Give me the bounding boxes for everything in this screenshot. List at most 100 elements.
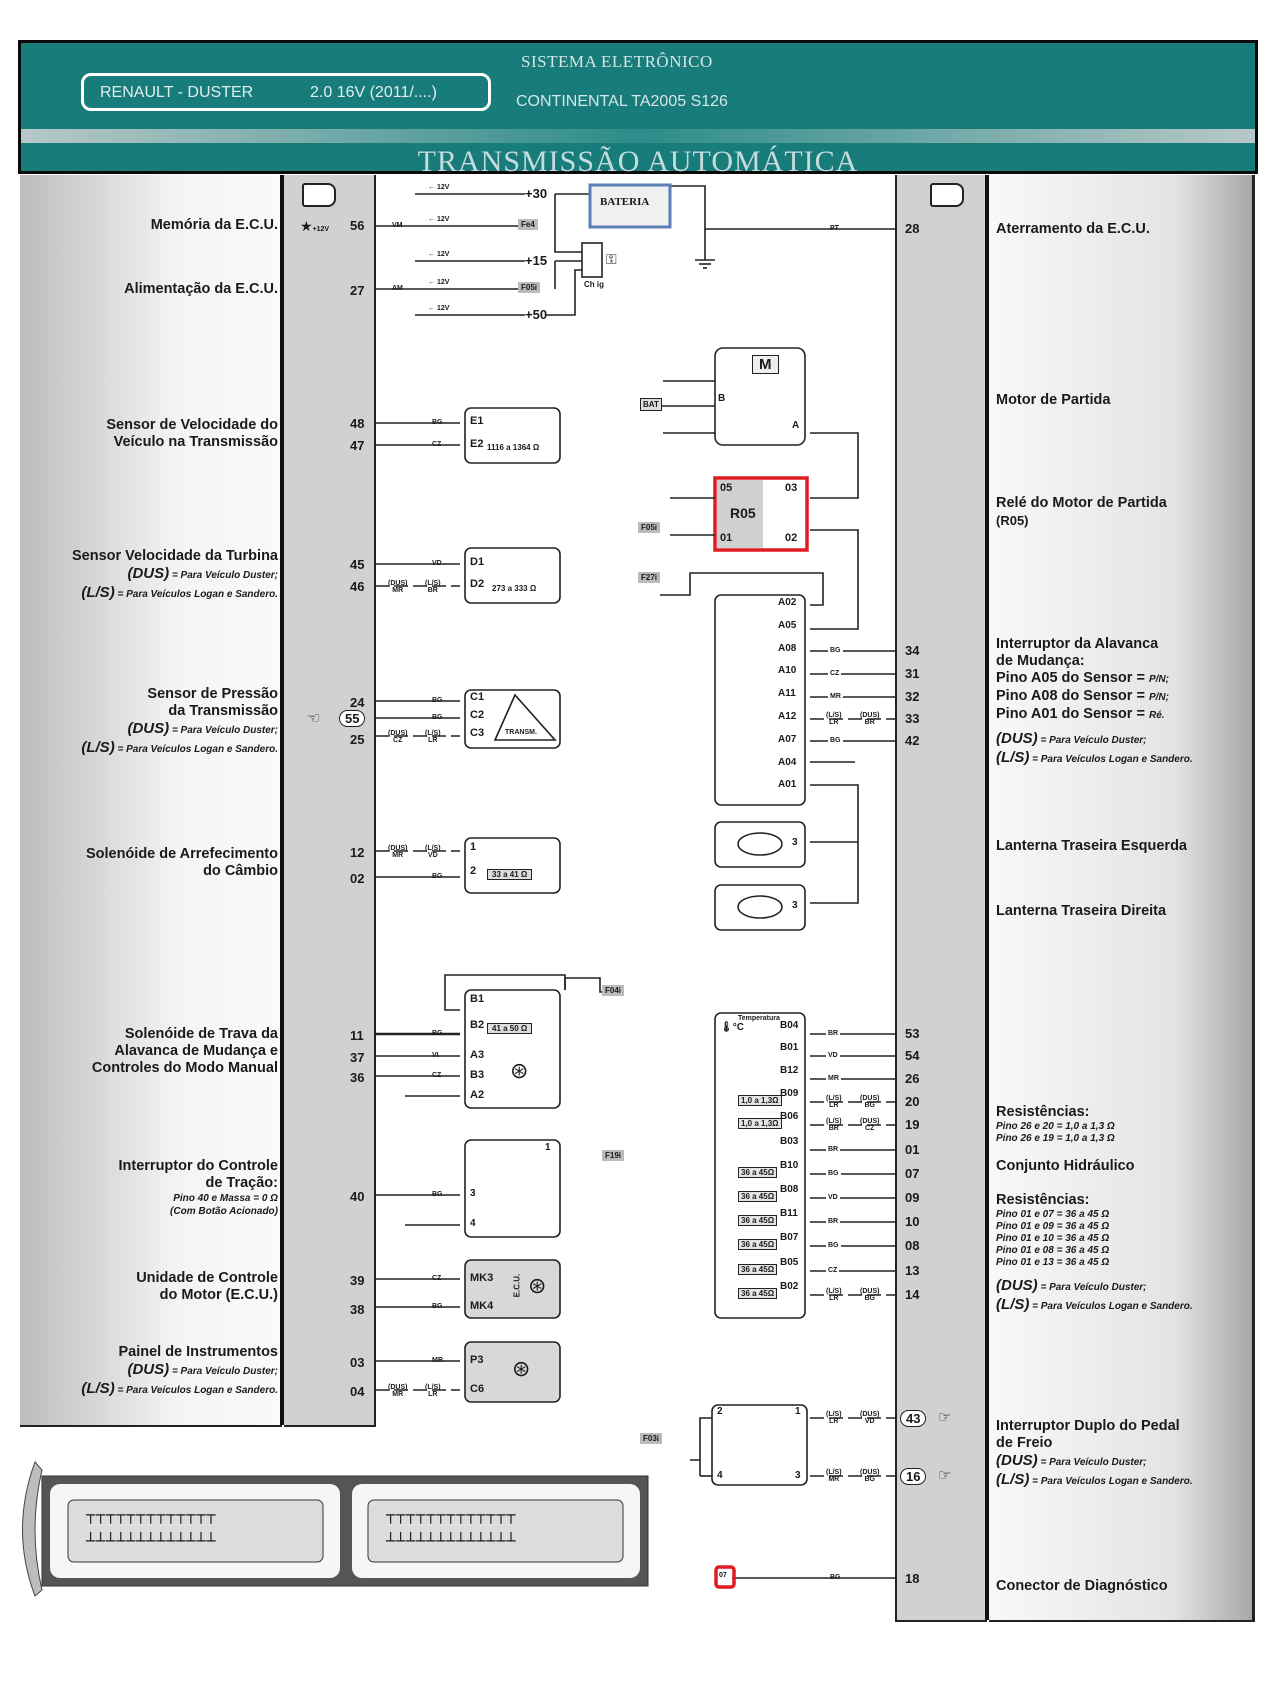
wire-batt-pos	[555, 186, 591, 195]
diagnostic-connector-highlight	[714, 1565, 736, 1589]
wire-color-04-dus: (DUS)MR	[388, 1384, 408, 1398]
label-lanterna-direita: Lanterna Traseira Direita	[996, 903, 1167, 919]
label-aterramento-ecu: Aterramento da E.C.U.	[996, 221, 1150, 237]
hydraulic-resistance-b11: 36 a 45Ω	[738, 1215, 778, 1226]
selector-pin-a07: A07	[778, 733, 797, 745]
selector-pin-a02: A02	[778, 597, 797, 608]
right-panel-divider	[985, 175, 989, 1620]
selector-pin-a04: A04	[778, 756, 797, 768]
resistance-note: Pino 01 e 09 = 36 a 45 Ω	[996, 1221, 1110, 1232]
left-label-panel	[20, 175, 282, 1427]
voltage-12v: ← 12V	[428, 216, 450, 223]
ignition-key-icon: ⚿	[606, 251, 617, 267]
fuse-f03i: F03i	[640, 1433, 663, 1444]
hydraulic-resistance-b10: 36 a 45Ω	[738, 1167, 778, 1178]
label-line: de Mudança:	[996, 653, 1085, 669]
label-interruptor-pedal-freio: Interruptor Duplo do Pedal de Freio (DUS…	[996, 1418, 1193, 1490]
ecu-right-connector-panel	[895, 175, 987, 1622]
ecu-pin-38: 38	[350, 1302, 365, 1317]
wire-color-16-ls: (L/S)MR	[826, 1469, 842, 1483]
ecu-pin-02: 02	[350, 871, 365, 886]
ecu-pin-40: 40	[350, 1189, 365, 1204]
header-banner: RENAULT - DUSTER 2.0 16V (2011/....) SIS…	[18, 40, 1258, 178]
lock-resistance: 41 a 50 Ω	[487, 1023, 533, 1034]
label-solenoide-arrefecimento: Solenóide de Arrefecimento do Câmbio	[30, 846, 278, 880]
label-line: de Tração:	[205, 1175, 278, 1191]
ecu-pin-34: 34	[905, 643, 920, 658]
wire-color-16-dus: (DUS)BG	[860, 1469, 880, 1483]
selector-pin-a05: A05	[778, 619, 797, 631]
hydraulic-pin-b04: B04	[780, 1020, 799, 1031]
label-line: Solenóide de Arrefecimento	[85, 846, 278, 862]
pressure-label: TRANSM.	[505, 729, 537, 736]
wire-color-14-ls: (L/S)LR	[826, 1288, 842, 1302]
ecu-pin-11: 11	[350, 1028, 364, 1043]
label-line: Interruptor da Alavanca	[996, 636, 1159, 652]
transistor-icon: ⊛	[528, 1273, 547, 1298]
ecu-pin-26: 26	[905, 1071, 920, 1086]
bat-symbol: BAT	[640, 398, 662, 411]
wire-color-24: BG	[432, 697, 443, 704]
wire-color-08: BG	[826, 1242, 841, 1249]
ecu-pin-56: 56	[350, 218, 365, 233]
resistance-note: Pino 01 e 13 = 36 a 45 Ω	[996, 1257, 1110, 1268]
wire-color-46-ls: (L/S)BR	[425, 580, 441, 594]
cluster-box	[464, 1341, 561, 1403]
ecu-pin-45: 45	[350, 557, 365, 572]
resistance-note: Pino 01 e 08 = 36 a 45 Ω	[996, 1245, 1110, 1256]
wire-color-31: CZ	[828, 670, 842, 677]
hydraulic-pin-b06: B06	[780, 1111, 799, 1122]
ecu-pin-07: 07	[905, 1166, 920, 1181]
ecu-pin-42: 42	[905, 733, 920, 748]
right-label-panel	[989, 175, 1255, 1622]
ecu-connector-b-pins-top: ┬┬┬┬┬┬┬┬┬┬┬┬┬	[386, 1506, 517, 1524]
label-line: Sensor de Velocidade do	[106, 417, 278, 433]
ecu-pin-04: 04	[350, 1384, 365, 1399]
wire-color-02: BG	[432, 873, 443, 880]
lamp-left-pin: 3	[792, 837, 798, 848]
wire-color-48: BG	[432, 419, 443, 426]
ecu-pin-55-reference[interactable]: 55	[339, 710, 366, 727]
ecu-connector-icon	[302, 183, 336, 207]
wire-color-11: BG	[432, 1030, 443, 1037]
legend-ls: (L/S) = Para Veículos Logan e Sandero.	[81, 584, 278, 601]
hydraulic-resistance-b06: 1,0 a 1,3Ω	[738, 1118, 782, 1129]
ecu-pin-13: 13	[905, 1263, 920, 1278]
ecu-pin-43-reference[interactable]: 43	[900, 1410, 927, 1427]
ecu-pin-48: 48	[350, 416, 365, 431]
label-alimentacao-ecu: Alimentação da E.C.U.	[124, 281, 278, 297]
wire-color-33-dus: (DUS)BR	[860, 712, 880, 726]
wire-color-12-ls: (L/S)VD	[425, 845, 441, 859]
label-line: Unidade de Controle	[136, 1270, 278, 1286]
temperature-label: Temperatura	[738, 1015, 780, 1022]
label-line: Veículo na Transmissão	[113, 434, 278, 450]
pointing-hand-icon: ☞	[938, 1409, 952, 1426]
battery-label: BATERIA	[600, 196, 650, 208]
ecu-pin-36: 36	[350, 1070, 365, 1085]
battery-box	[588, 183, 672, 229]
legend-dus: (DUS) = Para Veículo Duster;	[996, 1277, 1147, 1294]
ecu-pin-18: 18	[905, 1571, 920, 1586]
wire-color-09: VD	[826, 1194, 840, 1201]
fuse-f27i: F27i	[638, 572, 661, 583]
ecu-motor-box	[464, 1259, 561, 1319]
power-plus15: +15	[525, 253, 548, 268]
ecu-pin-14: 14	[905, 1287, 920, 1302]
lock-pin-a2: A2	[470, 1089, 485, 1101]
label-line: da Transmissão	[168, 703, 278, 719]
hydraulic-pin-b02: B02	[780, 1281, 799, 1292]
starter-motor-box	[714, 347, 806, 446]
vss-sensor-box	[464, 407, 561, 464]
hydraulic-pin-b10: B10	[780, 1160, 799, 1171]
vehicle-model: RENAULT - DUSTER	[100, 84, 254, 101]
wire-color-38: BG	[432, 1303, 443, 1310]
pin-note-a08: Pino A08 do Sensor = P/N;	[996, 688, 1169, 704]
wire-color-19-ls: (L/S)BR	[826, 1118, 842, 1132]
resistance-note: Pino 26 e 20 = 1,0 a 1,3 Ω	[996, 1121, 1115, 1132]
label-resistencias-2: Resistências: Pino 01 e 07 = 36 a 45 Ω P…	[996, 1192, 1193, 1315]
ecu-pin-25: 25	[350, 732, 365, 747]
wire-color-12-dus: (DUS)MR	[388, 845, 408, 859]
ecu-pin-16-reference[interactable]: 16	[900, 1468, 927, 1485]
hydraulic-resistance-b09: 1,0 a 1,3Ω	[738, 1095, 782, 1106]
pressure-triangle	[493, 693, 557, 741]
